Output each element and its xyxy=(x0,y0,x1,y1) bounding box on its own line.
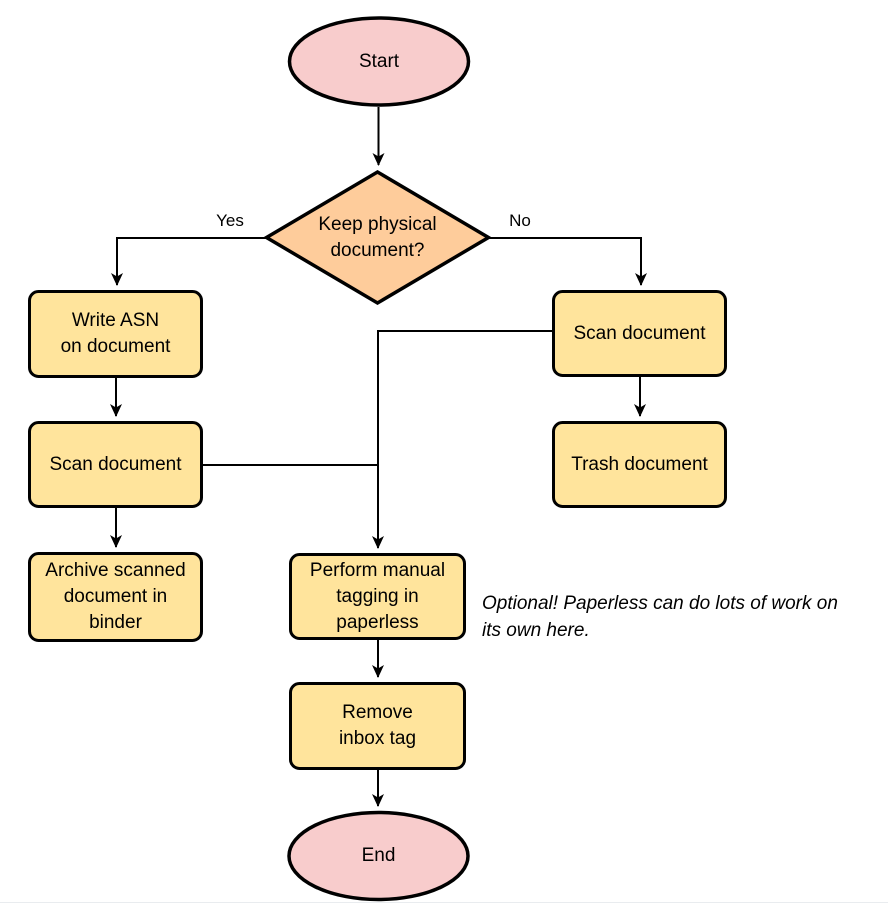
edge-scan-right-to-tagging xyxy=(372,330,553,549)
bottom-divider xyxy=(0,902,888,903)
write-asn-node-shape xyxy=(28,290,203,378)
scan-left-node-shape xyxy=(28,421,203,508)
no-edge-label: No xyxy=(509,211,531,230)
decision-node-shape xyxy=(263,169,492,306)
archive-node-shape xyxy=(28,552,203,642)
tagging-node-shape xyxy=(289,553,466,640)
edge-decision-yes-to-write-asn xyxy=(111,237,266,286)
trash-node-shape xyxy=(552,421,727,508)
optional-annotation-note: Optional! Paperless can do lots of work … xyxy=(482,593,838,641)
end-node-shape xyxy=(287,810,470,902)
remove-inbox-node-shape xyxy=(289,682,466,770)
edge-decision-no-to-scan-right xyxy=(489,237,647,286)
yes-edge-label: Yes xyxy=(216,211,244,230)
start-node-shape xyxy=(287,16,471,107)
scan-right-node-shape xyxy=(552,290,727,377)
